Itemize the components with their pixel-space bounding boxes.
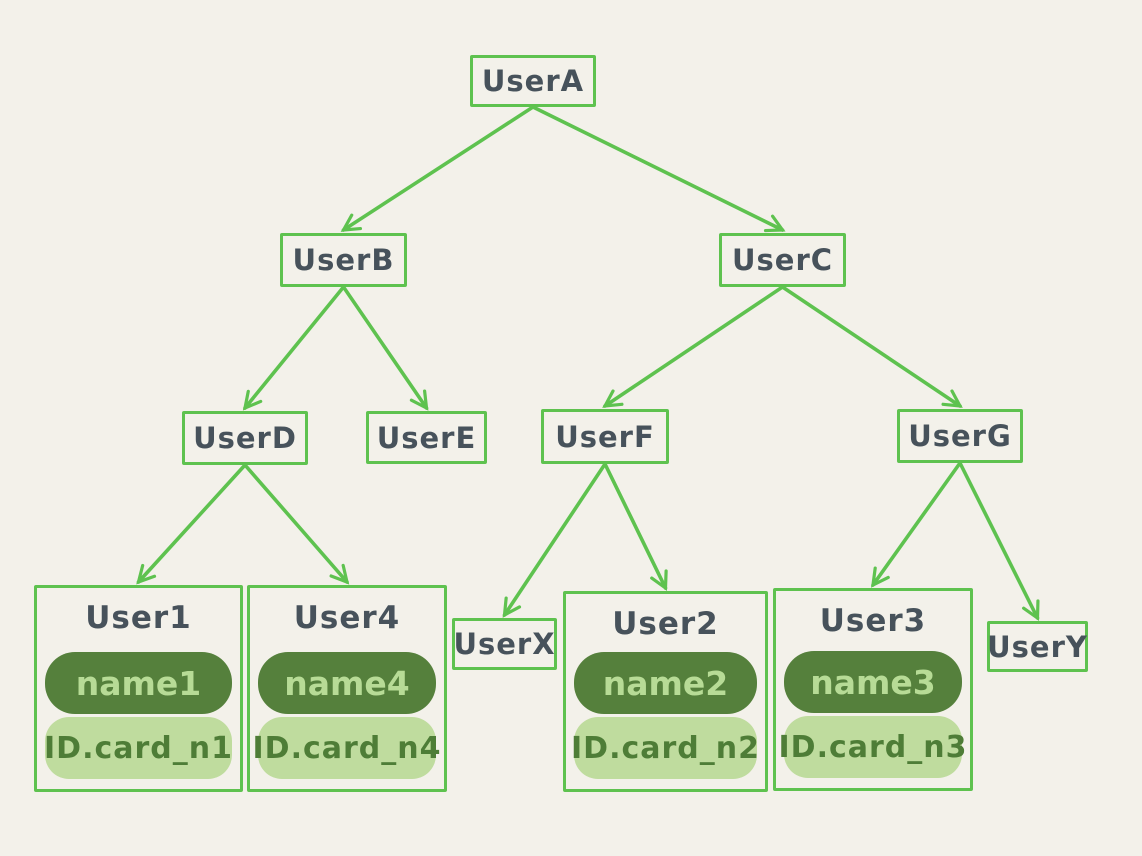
node-label: UserX: [453, 627, 556, 661]
card-title: User4: [293, 600, 401, 636]
node-label: UserE: [376, 420, 477, 455]
edge-userd-user1: [136, 463, 247, 585]
node-label: UserY: [987, 629, 1088, 664]
node-label: UserC: [731, 243, 834, 277]
tree-node-userd[interactable]: UserD: [182, 411, 308, 465]
edge-userg-user3: [871, 461, 962, 588]
id-card-pill-label: ID.card_n2: [571, 730, 760, 766]
id-card-pill-label: ID.card_n3: [778, 729, 968, 765]
id-card-pill[interactable]: ID.card_n3: [779, 716, 967, 778]
edge-userb-usere: [341, 285, 429, 411]
node-label: UserD: [193, 421, 297, 455]
edge-userc-userg: [780, 285, 963, 408]
card-title: User2: [612, 606, 719, 642]
name-pill[interactable]: name2: [574, 652, 757, 714]
edge-usera-userb: [340, 105, 535, 232]
edge-userd-user4: [243, 463, 350, 585]
tree-node-usere[interactable]: UserE: [366, 411, 487, 464]
id-card-pill-label: ID.card_n4: [252, 730, 442, 766]
name-pill[interactable]: name4: [258, 652, 436, 714]
tree-node-userb[interactable]: UserB: [280, 233, 407, 287]
id-card-pill[interactable]: ID.card_n1: [44, 717, 233, 779]
tree-node-userx[interactable]: UserX: [452, 618, 557, 670]
name-pill[interactable]: name1: [45, 652, 232, 714]
edge-userb-userd: [242, 285, 346, 411]
card-title: User3: [819, 603, 927, 639]
edge-userf-user2: [603, 462, 668, 592]
tree-node-usery[interactable]: UserY: [987, 621, 1088, 672]
node-label: UserA: [481, 64, 585, 98]
tree-node-userc[interactable]: UserC: [719, 233, 846, 287]
name-pill-label: name1: [75, 663, 202, 703]
tree-node-userf[interactable]: UserF: [541, 409, 669, 464]
name-pill-label: name3: [810, 662, 936, 702]
id-card-pill[interactable]: ID.card_n2: [571, 717, 760, 779]
tree-node-usera[interactable]: UserA: [470, 55, 596, 107]
name-pill-label: name4: [284, 663, 410, 703]
edge-usera-userc: [531, 105, 786, 233]
name-pill[interactable]: name3: [784, 651, 962, 713]
node-label: UserG: [908, 419, 1012, 453]
card-title: User1: [85, 600, 192, 636]
edge-userc-userf: [602, 285, 785, 408]
node-label: UserF: [555, 419, 655, 454]
name-pill-label: name2: [602, 663, 729, 703]
id-card-pill[interactable]: ID.card_n4: [253, 717, 441, 779]
tree-node-userg[interactable]: UserG: [897, 409, 1023, 463]
node-label: UserB: [292, 243, 395, 277]
id-card-pill-label: ID.card_n1: [44, 730, 233, 766]
